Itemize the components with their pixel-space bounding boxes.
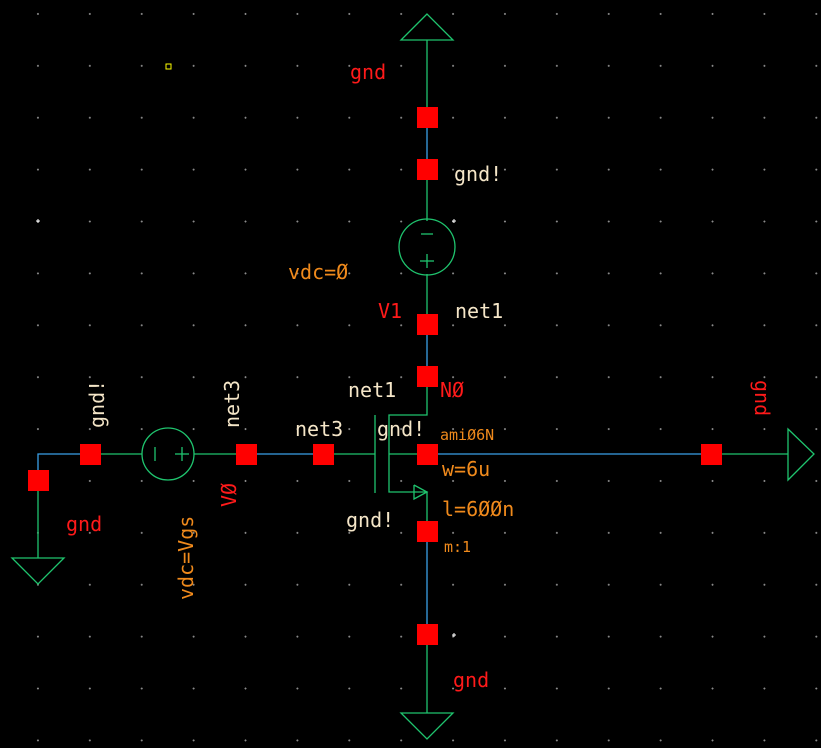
pin-n0-gate[interactable] [313, 444, 334, 465]
v0-instance-name[interactable]: VØ [217, 482, 241, 507]
ground-symbol-right-icon[interactable] [711, 427, 815, 482]
pins [28, 107, 722, 645]
pin-gnd-left[interactable] [28, 470, 49, 491]
pin-v1-minus[interactable] [417, 159, 438, 180]
net-label-v1-bottom: net1 [455, 299, 504, 323]
pin-gnd-bottom[interactable] [417, 624, 438, 645]
ground-label-right: gnd [750, 380, 774, 417]
v1-param-vdc: vdc=Ø [288, 260, 349, 284]
origin-marker-icon [36, 219, 456, 637]
ground-symbol-bottom-icon[interactable] [399, 635, 455, 740]
net-label-n0-body: gnd! [377, 417, 426, 441]
pin-v0-minus[interactable] [80, 444, 101, 465]
ground-label-left: gnd [66, 512, 103, 536]
net-label-n0-drain: net1 [348, 378, 397, 402]
pin-gnd-right[interactable] [701, 444, 722, 465]
pin-gnd-top[interactable] [417, 107, 438, 128]
n0-param-multiplier: m:1 [444, 538, 472, 556]
pin-v0-plus[interactable] [236, 444, 257, 465]
n0-param-width: w=6u [442, 457, 491, 481]
voltage-source-v0-icon[interactable] [90, 427, 246, 481]
ground-label-bottom: gnd [453, 668, 490, 692]
net-label-v0-left: gnd! [85, 379, 109, 428]
n0-instance-name[interactable]: NØ [440, 378, 465, 402]
v1-instance-name[interactable]: V1 [378, 299, 403, 323]
v0-param-vdc: vdc=Vgs [174, 515, 198, 600]
net-label-n0-gate: net3 [295, 417, 344, 441]
ground-label-top: gnd [350, 60, 387, 84]
pin-v1-plus[interactable] [417, 314, 438, 335]
pin-n0-source[interactable] [417, 521, 438, 542]
ground-symbol-left-icon[interactable] [10, 480, 66, 585]
net-label-n0-source: gnd! [346, 508, 395, 532]
pin-n0-body[interactable] [417, 444, 438, 465]
pin-n0-drain[interactable] [417, 366, 438, 387]
n0-model-name: amiØ6N [440, 426, 495, 444]
selection-marker[interactable] [165, 63, 172, 70]
ground-symbol-top-icon[interactable] [399, 13, 455, 118]
voltage-source-v1-icon[interactable] [398, 170, 456, 325]
net-label-v0-right: net3 [220, 379, 244, 428]
n0-param-length: l=6ØØn [442, 497, 515, 521]
net-label-v1-top: gnd! [454, 162, 503, 186]
